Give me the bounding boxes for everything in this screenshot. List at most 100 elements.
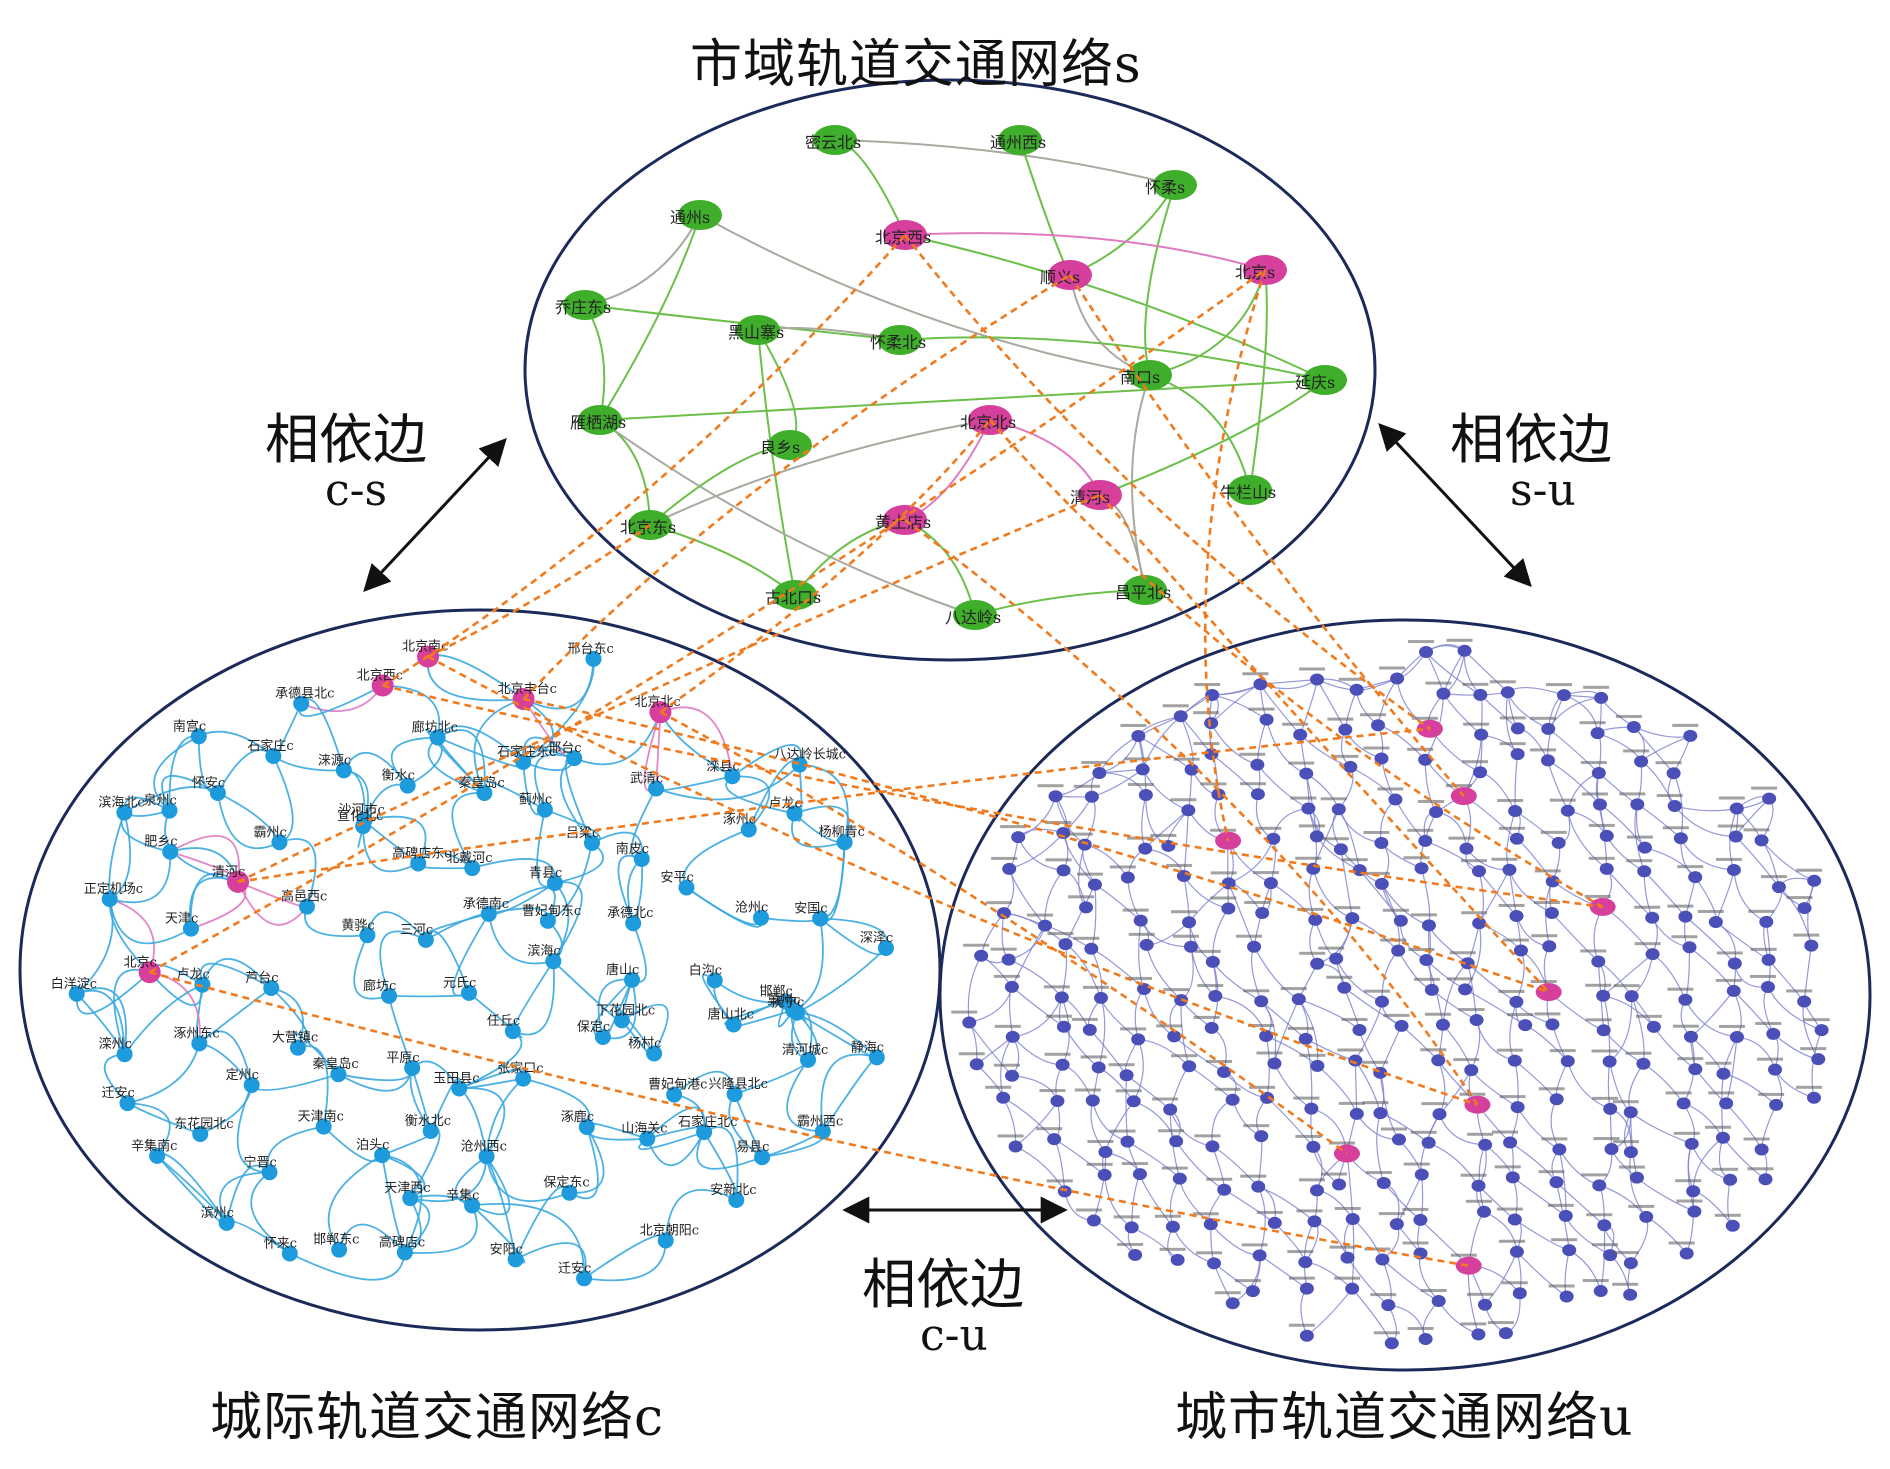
c-edge bbox=[425, 912, 489, 941]
c-edge bbox=[123, 983, 203, 1055]
c-node bbox=[515, 1070, 532, 1087]
layer-arrows bbox=[363, 423, 1532, 1224]
u-node bbox=[1301, 802, 1316, 815]
c-node bbox=[263, 979, 280, 996]
u-node bbox=[1431, 1294, 1446, 1307]
u-node-label-mark bbox=[1672, 723, 1699, 727]
u-node bbox=[1502, 863, 1517, 876]
c-node-label: 杨柳青c bbox=[819, 825, 865, 840]
c-node bbox=[261, 1164, 278, 1181]
u-node bbox=[1055, 1058, 1070, 1071]
u-node-label-mark bbox=[1460, 1322, 1487, 1326]
u-node-label-mark bbox=[1635, 1014, 1662, 1018]
s-node-label: 延庆s bbox=[1295, 373, 1335, 392]
c-node bbox=[706, 972, 723, 989]
u-node bbox=[1725, 1219, 1740, 1232]
c-node bbox=[68, 985, 85, 1002]
u-node bbox=[1092, 766, 1107, 779]
c-node bbox=[539, 912, 556, 929]
u-node-label-mark bbox=[1758, 1092, 1785, 1096]
u-node-label-mark bbox=[1497, 799, 1524, 803]
u-node-label-mark bbox=[1382, 908, 1409, 912]
u-edge bbox=[1643, 1063, 1685, 1104]
u-node bbox=[1666, 767, 1681, 780]
u-edge bbox=[1609, 1108, 1613, 1150]
u-node-label-mark bbox=[1803, 1018, 1830, 1022]
edge-sub-cu: c-u bbox=[920, 1310, 988, 1361]
u-node-label-mark bbox=[1197, 984, 1224, 988]
u-node bbox=[1684, 1137, 1699, 1150]
u-node bbox=[1138, 842, 1153, 855]
u-node bbox=[1761, 953, 1776, 966]
u-node bbox=[1394, 1019, 1409, 1032]
u-node bbox=[1267, 1216, 1282, 1229]
u-node-label-mark bbox=[1362, 1101, 1389, 1105]
u-edge bbox=[1690, 990, 1735, 1038]
u-edge bbox=[1640, 735, 1691, 762]
c-node bbox=[374, 1147, 391, 1164]
u-node-label-mark bbox=[1328, 1141, 1355, 1145]
u-node bbox=[1436, 687, 1451, 700]
c-node-label: 迁安c bbox=[558, 1261, 591, 1276]
u-node bbox=[1646, 1020, 1661, 1033]
interdep-edge-cu bbox=[427, 655, 1478, 1106]
u-node-label-mark bbox=[1626, 835, 1653, 839]
u-node-label-mark bbox=[1073, 784, 1100, 788]
u-node bbox=[1308, 913, 1323, 926]
u-edge bbox=[1141, 794, 1147, 849]
u-node bbox=[1591, 767, 1606, 780]
u-node-label-mark bbox=[1165, 863, 1192, 867]
c-node-label: 安平c bbox=[660, 871, 693, 886]
u-node-label-mark bbox=[1120, 1027, 1147, 1031]
u-node bbox=[1135, 763, 1150, 776]
u-edge bbox=[1090, 948, 1103, 998]
u-node bbox=[1310, 957, 1325, 970]
c-node-label: 秦皇岛c bbox=[312, 1056, 358, 1072]
c-node bbox=[624, 971, 641, 988]
interdep-edge-cs bbox=[659, 419, 992, 714]
u-node bbox=[1298, 1256, 1313, 1269]
u-node-label-mark bbox=[1410, 1130, 1437, 1134]
edge-label-cs: 相依边 bbox=[265, 408, 427, 471]
u-node bbox=[1716, 1067, 1731, 1080]
u-edge bbox=[1008, 868, 1046, 926]
u-edge bbox=[1044, 869, 1065, 926]
u-node-label-mark bbox=[1086, 1162, 1113, 1166]
u-node-label-mark bbox=[1697, 909, 1724, 913]
u-node-label-mark bbox=[1243, 989, 1270, 993]
c-edge bbox=[217, 749, 274, 794]
c-edge bbox=[199, 962, 272, 989]
u-edge bbox=[1298, 998, 1319, 1066]
u-node bbox=[1558, 1209, 1573, 1222]
c-node-label: 抚宁c bbox=[771, 995, 804, 1011]
u-node-label-mark bbox=[1115, 1089, 1142, 1093]
c-edge bbox=[161, 775, 219, 811]
u-node-label-mark bbox=[1501, 1281, 1528, 1285]
c-node-label: 邯郸c bbox=[760, 984, 793, 999]
u-node-label-mark bbox=[1615, 714, 1642, 718]
u-node-label-mark bbox=[1672, 1024, 1699, 1028]
u-node bbox=[1004, 980, 1019, 993]
u-node bbox=[1556, 689, 1571, 702]
c-node bbox=[265, 747, 282, 764]
c-edge bbox=[673, 1070, 736, 1096]
u-node bbox=[1005, 1030, 1020, 1043]
s-edge bbox=[599, 214, 701, 421]
u-node bbox=[1173, 710, 1188, 723]
c-node bbox=[190, 728, 207, 745]
u-node bbox=[1131, 729, 1146, 742]
c-node bbox=[786, 805, 803, 822]
u-node-label-mark bbox=[1193, 711, 1220, 715]
u-node-label-mark bbox=[958, 1052, 985, 1056]
u-node-label-mark bbox=[1378, 1212, 1405, 1216]
c-node bbox=[625, 915, 642, 932]
u-node-label-mark bbox=[1334, 1276, 1361, 1280]
u-edge bbox=[1505, 1293, 1521, 1334]
u-node-label-mark bbox=[1498, 826, 1525, 830]
interdep-edge-cs bbox=[427, 523, 651, 658]
c-node bbox=[633, 850, 650, 867]
u-node bbox=[1594, 691, 1609, 704]
u-node-label-mark bbox=[1210, 871, 1237, 875]
c-node bbox=[515, 753, 532, 770]
u-node-label-mark bbox=[1206, 1177, 1233, 1181]
